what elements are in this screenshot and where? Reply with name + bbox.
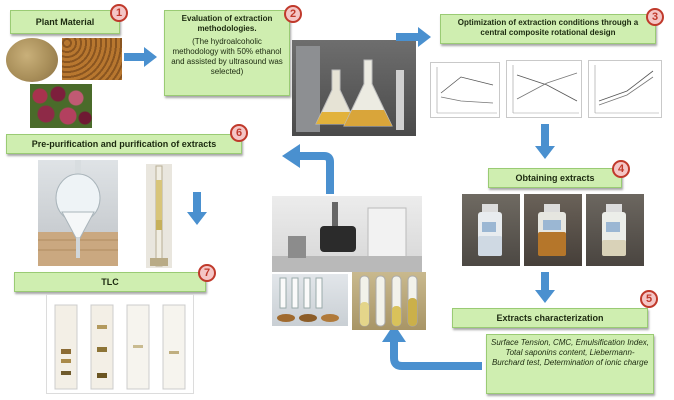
- step6-number: 6: [230, 124, 248, 142]
- step7-number: 7: [198, 264, 216, 282]
- step4-title: Obtaining extracts: [515, 173, 595, 183]
- arrow-right-icon: [124, 47, 157, 67]
- arrow-down-icon: [535, 124, 555, 159]
- tlc-plates-photo: [46, 294, 194, 394]
- sawdust-photo: [6, 38, 58, 82]
- step1-title: Plant Material: [35, 17, 95, 27]
- emulsion-tubes-photo: [272, 274, 348, 326]
- separatory-funnel-photo: [38, 160, 118, 266]
- step7-title: TLC: [101, 277, 119, 287]
- step3-title: Optimization of extraction conditions th…: [457, 18, 639, 37]
- step5-label: Extracts characterization: [452, 308, 648, 328]
- arrow-down-icon: [535, 272, 555, 303]
- seeds-photo: [62, 38, 122, 80]
- step2-note: (The hydroalcoholic methodology with 50%…: [171, 37, 283, 76]
- step3-box: Optimization of extraction conditions th…: [440, 14, 656, 44]
- step2-title: Evaluation of extraction methodologies.: [181, 14, 273, 33]
- response-plot-3: [588, 60, 662, 118]
- extract-bottle-photo-1: [462, 194, 520, 266]
- test-tubes-photo: [352, 272, 426, 330]
- arrow-down-icon: [187, 192, 207, 225]
- extraction-glassware-photo: [292, 40, 416, 136]
- tensiometer-photo: [272, 196, 422, 272]
- step4-number: 4: [612, 160, 630, 178]
- arrow-left-up-icon: [382, 324, 482, 370]
- step2-number: 2: [284, 5, 302, 23]
- extract-bottle-photo-2: [524, 194, 582, 266]
- arrow-right-icon: [396, 27, 431, 47]
- step4-label: Obtaining extracts: [488, 168, 622, 188]
- step1-number: 1: [110, 4, 128, 22]
- step3-number: 3: [646, 8, 664, 26]
- extract-bottle-photo-3: [586, 194, 644, 266]
- step6-label: Pre-purification and purification of ext…: [6, 134, 242, 154]
- berries-photo: [30, 84, 92, 128]
- step7-label: TLC: [14, 272, 206, 292]
- step2-box: Evaluation of extraction methodologies. …: [164, 10, 290, 96]
- arrow-up-left-icon: [282, 144, 334, 194]
- step5-number: 5: [640, 290, 658, 308]
- step5-details-box: Surface Tension, CMC, Emulsification Ind…: [486, 334, 654, 394]
- flasks-drawing: [296, 46, 404, 132]
- step1-label: Plant Material: [10, 10, 120, 34]
- response-plot-2: [506, 60, 582, 118]
- chromatography-column-photo: [146, 164, 172, 268]
- response-plot-1: [430, 62, 500, 118]
- step5-details: Surface Tension, CMC, Emulsification Ind…: [491, 338, 649, 367]
- step6-title: Pre-purification and purification of ext…: [31, 139, 217, 149]
- step5-title: Extracts characterization: [496, 313, 604, 323]
